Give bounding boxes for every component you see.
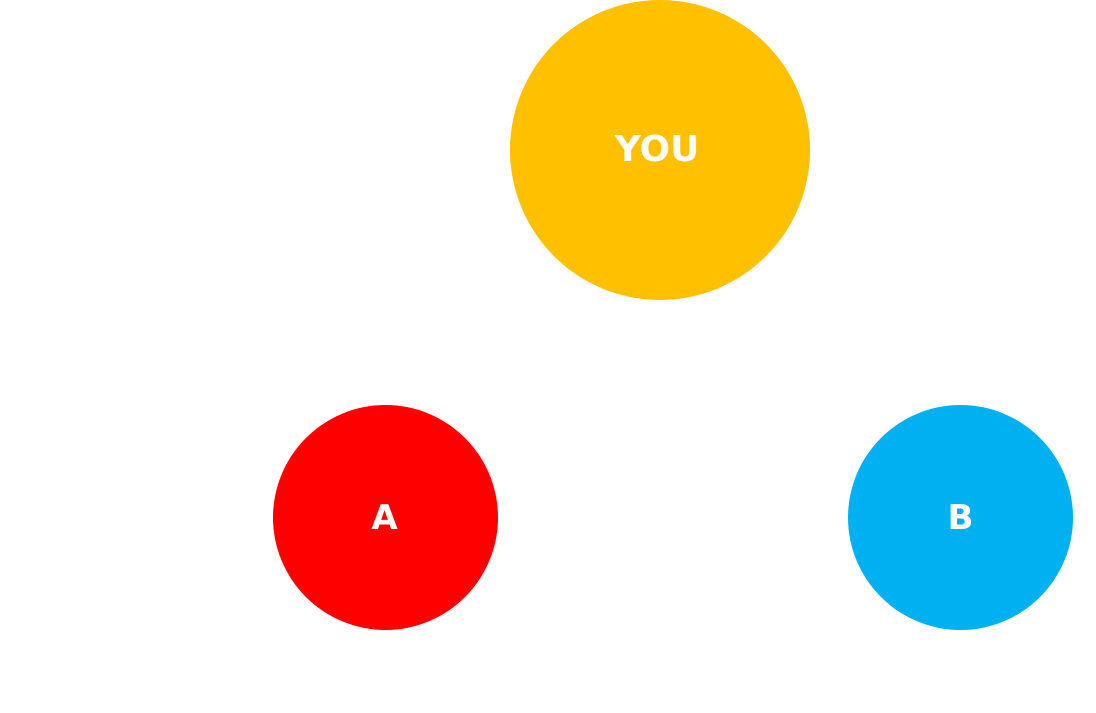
b-label: B [947,497,974,538]
a-label: A [371,497,398,538]
you-label: YOU [614,129,700,170]
b-circle: B [848,405,1073,630]
you-circle: YOU [510,0,810,300]
a-circle: A [273,405,498,630]
